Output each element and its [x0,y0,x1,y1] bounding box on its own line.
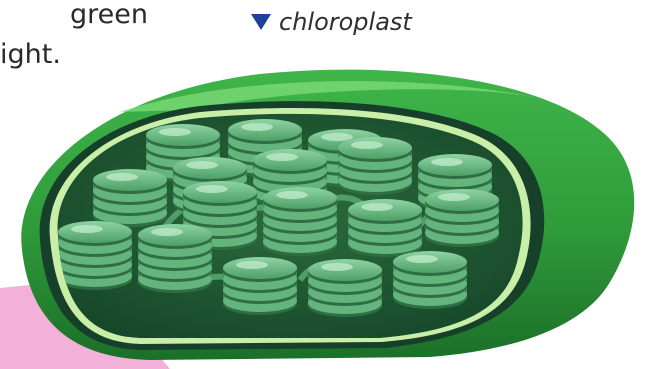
granum-stack [58,221,132,290]
granum-stack [93,169,167,227]
granum-stack [348,199,422,257]
granum-stack [223,257,297,315]
granum-stack [138,224,212,293]
granum-stack [338,137,412,195]
granum-stack [263,187,337,256]
granum-stack [425,189,499,247]
granum-stack [308,259,382,317]
granum-stack [393,251,467,309]
